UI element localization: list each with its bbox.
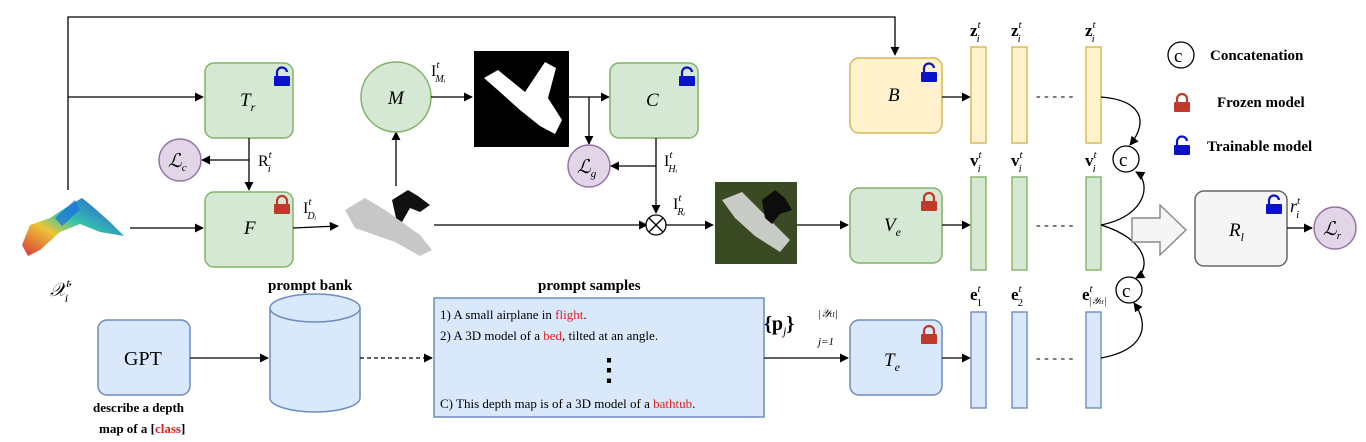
- svg-text:Te: Te: [884, 350, 901, 374]
- svg-text:Ve: Ve: [884, 215, 902, 239]
- lr-loss: ℒr: [1313, 206, 1357, 250]
- svg-text:ℒg: ℒg: [577, 157, 597, 180]
- f-to-depth-arrow: [292, 221, 339, 231]
- prompt-set-upper: |𝒴ₜₗ|: [818, 308, 838, 320]
- v-dashes: - - - - -: [1036, 218, 1074, 233]
- gpt-caption: map of a [class]: [99, 421, 185, 436]
- hollow-arrow: [1131, 203, 1188, 257]
- svg-text:c: c: [1122, 281, 1130, 302]
- svg-text:ℒr: ℒr: [1323, 219, 1342, 242]
- svg-text:M: M: [387, 88, 405, 109]
- svg-text:c: c: [1119, 150, 1127, 171]
- ve-module[interactable]: Ve: [849, 187, 943, 264]
- otimes-operator: [645, 214, 667, 236]
- prompt-set-label: {pj}: [764, 313, 794, 338]
- depth-map-image: [345, 190, 432, 256]
- svg-text:C: C: [646, 90, 659, 111]
- m-module[interactable]: M: [360, 61, 432, 133]
- c-module[interactable]: C: [609, 62, 699, 139]
- top-skip-connection: [67, 16, 900, 190]
- mask-image: [474, 51, 569, 147]
- svg-text:ℒc: ℒc: [168, 151, 187, 174]
- e-feature-bars: [970, 311, 1102, 409]
- svg-text:Rl: Rl: [1228, 220, 1245, 244]
- gpt-caption: describe a depth: [93, 400, 185, 415]
- svg-text:GPT: GPT: [124, 348, 162, 370]
- prompt-line-3: C) This depth map is of a 3D model of a …: [440, 396, 695, 411]
- svg-text:B: B: [888, 85, 900, 106]
- lc-loss: ℒc: [158, 138, 202, 182]
- svg-text:Concatenation: Concatenation: [1210, 48, 1304, 64]
- te-module[interactable]: Te: [849, 319, 943, 396]
- point-cloud-image: [22, 198, 124, 256]
- legend: c Concatenation Frozen model Trainable m…: [1167, 41, 1312, 157]
- e-dashes: - - - - -: [1036, 351, 1074, 366]
- svg-text:Tr: Tr: [240, 90, 256, 114]
- gpt-module[interactable]: GPT: [97, 319, 191, 396]
- f-module[interactable]: F: [204, 191, 294, 268]
- svg-text:Trainable model: Trainable model: [1207, 139, 1312, 155]
- prompt-line-2: 2) A 3D model of a bed, tilted at an ang…: [440, 328, 658, 343]
- prompt-ellipsis: ⋮: [594, 354, 624, 387]
- rendered-image: [715, 182, 797, 264]
- c-to-lg-arrow: [610, 138, 657, 171]
- concat-circle-bottom: c: [1115, 276, 1143, 304]
- svg-text:Frozen model: Frozen model: [1217, 95, 1305, 111]
- tr-module[interactable]: Tr: [204, 62, 294, 139]
- prompt-samples-title: prompt samples: [538, 278, 641, 294]
- lg-loss: ℒg: [567, 144, 611, 188]
- svg-text:c: c: [1174, 46, 1182, 67]
- z-feature-bars: [970, 46, 1102, 144]
- concat-curves: [1100, 96, 1146, 359]
- svg-text:F: F: [243, 218, 256, 239]
- concat-circle-top: c: [1112, 145, 1140, 173]
- b-module[interactable]: B: [849, 57, 943, 134]
- prompt-samples-box: [433, 297, 765, 418]
- v-feature-bars: [970, 176, 1102, 271]
- prompt-set-lower: j=1: [816, 336, 834, 348]
- rl-module[interactable]: Rl: [1194, 190, 1288, 267]
- prompt-bank-cylinder: [269, 293, 361, 413]
- prompt-line-1: 1) A small airplane in flight.: [440, 307, 587, 322]
- z-dashes: - - - - -: [1036, 89, 1074, 104]
- ey-label: et|𝒴ₜₗ|: [1082, 283, 1107, 307]
- prompt-bank-title: prompt bank: [268, 278, 353, 294]
